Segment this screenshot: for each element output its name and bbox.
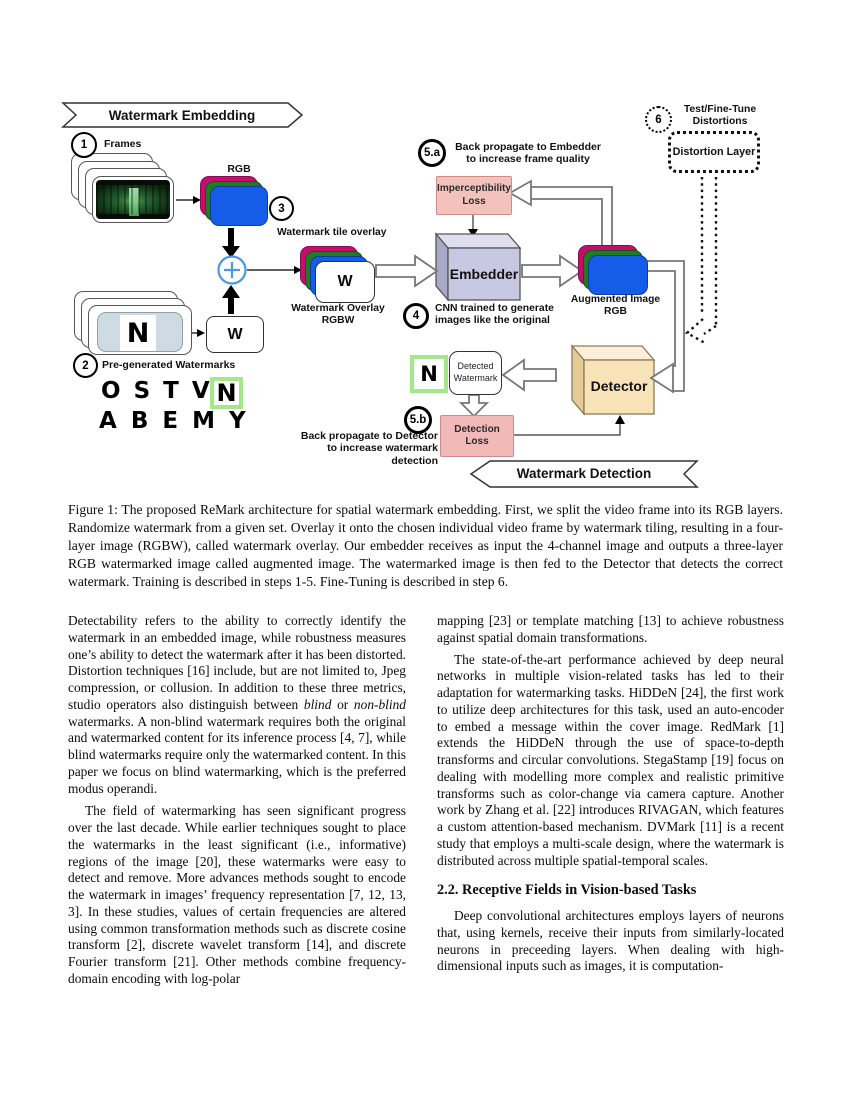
letter: V <box>191 378 210 404</box>
plus-to-overlay-arrow <box>247 266 302 274</box>
selected-letter-highlight: N <box>210 377 243 409</box>
step-4-label: CNN trained to generate images like the … <box>435 303 554 327</box>
letter-highlighted: N <box>216 379 237 407</box>
left-column: Detectability refers to the ability to c… <box>68 613 406 988</box>
step-5b-label: Back propagate to Detector to increase w… <box>300 430 438 467</box>
watermark-card-front: N <box>97 312 183 352</box>
rgb-layer-blue <box>210 186 268 226</box>
detected-n-glyph: N <box>420 362 438 386</box>
plus-icon <box>217 255 247 285</box>
embedder-label: Embedder <box>449 266 519 282</box>
figure-connectors <box>61 102 718 488</box>
step-5b-badge: 5.b <box>404 406 432 434</box>
frames-to-rgb-arrow <box>176 196 201 204</box>
detection-loss-to-detector-arrow <box>512 415 625 436</box>
paragraph: Detectability refers to the ability to c… <box>68 613 407 796</box>
letter: A <box>99 408 117 434</box>
distortion-dotted-path <box>684 177 718 345</box>
imperceptibility-loss-box: Imperceptibility Loss <box>436 176 512 215</box>
rgb-stack-label: RGB <box>227 163 251 175</box>
distortion-layer-label: Distortion Layer <box>672 145 756 158</box>
step-6-badge: 6 <box>645 106 672 133</box>
step-2-label: Pre-generated Watermarks <box>102 359 236 371</box>
video-frame-thumbnail <box>96 180 170 219</box>
detection-banner-label: Watermark Detection <box>516 466 652 481</box>
frame-card-front <box>92 176 174 223</box>
overlay-to-embedder-open-arrow <box>375 254 439 288</box>
watermark-letters-row2: A B E M Y <box>99 410 246 433</box>
right-column: mapping [23] or template matching [13] t… <box>437 613 784 975</box>
paragraph: The state-of-the-art performance achieve… <box>437 651 784 868</box>
detection-banner-ribbon <box>469 460 699 488</box>
watermark-n-tile: N <box>120 315 156 351</box>
detector-to-detected-open-arrow <box>501 358 557 392</box>
step-6-label: Test/Fine-Tune Distortions <box>683 104 757 128</box>
section-heading: 2.2. Receptive Fields in Vision-based Ta… <box>437 882 697 899</box>
detection-loss-box: Detection Loss <box>440 415 514 457</box>
detected-watermark-thumb: N <box>410 355 448 393</box>
letter: B <box>130 408 149 434</box>
paragraph: The field of watermarking has seen signi… <box>68 803 406 986</box>
watermark-letters-row1: O S T V <box>101 380 210 403</box>
overlay-w-label: W <box>337 273 353 290</box>
detector-label: Detector <box>590 378 648 394</box>
figure-caption: Figure 1: The proposed ReMark architectu… <box>68 502 783 590</box>
step-2-badge: 2 <box>73 353 98 378</box>
step-5a-badge: 5.a <box>418 139 446 167</box>
step-4-badge: 4 <box>403 303 429 329</box>
augmented-image-label: Augmented Image RGB <box>570 294 661 318</box>
step-1-badge: 1 <box>71 132 97 158</box>
w-box-label: W <box>227 325 243 343</box>
imperceptibility-to-embedder-arrow <box>468 214 478 237</box>
detected-to-detection-loss-open-arrow <box>458 394 490 418</box>
embedding-banner-ribbon <box>61 102 304 128</box>
step-3-label: Watermark tile overlay <box>277 227 387 238</box>
augmented-to-detector-arrowhead <box>649 362 674 394</box>
letter: T <box>163 378 179 404</box>
feedback-routes <box>531 186 685 392</box>
paragraph: mapping [23] or template matching [13] t… <box>437 613 784 645</box>
watermark-n-glyph: N <box>126 317 150 349</box>
step-1-label: Frames <box>104 138 142 150</box>
overlay-layer-white: W <box>315 261 375 303</box>
w-box: W <box>206 316 264 353</box>
paragraph: Deep convolutional architectures employs… <box>437 908 784 974</box>
w-to-plus-arrow <box>222 285 240 314</box>
augmented-layer-blue <box>588 255 648 295</box>
figure-1: Watermark Embedding Watermark Detection … <box>0 0 850 500</box>
letter: Y <box>228 408 246 434</box>
embedder-cube <box>434 232 522 302</box>
embedding-banner-label: Watermark Embedding <box>108 108 256 123</box>
step-5a-label: Back propagate to Embedder to increase f… <box>455 141 601 166</box>
detector-cube <box>570 344 656 416</box>
letter: O <box>101 378 121 404</box>
detected-watermark-box: Detected Watermark <box>449 351 502 395</box>
letter: M <box>192 408 215 434</box>
embedder-to-augmented-open-arrow <box>521 254 584 288</box>
augmented-to-imperceptibility-arrowhead <box>508 179 532 207</box>
distortion-layer-box: Distortion Layer <box>668 131 760 173</box>
overlay-stack-label: Watermark Overlay RGBW <box>291 303 385 327</box>
letter: E <box>162 408 179 434</box>
letter: S <box>133 378 151 404</box>
rgb-to-plus-arrow <box>222 228 240 258</box>
step-3-badge: 3 <box>269 196 294 221</box>
